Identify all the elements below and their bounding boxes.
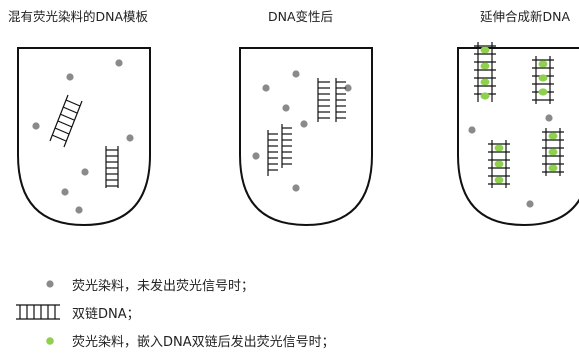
- gray-dye-dot: [282, 104, 290, 112]
- double-strand-dna: [105, 146, 119, 188]
- gray-dye-dot: [126, 134, 134, 142]
- green-dye-dot: [494, 144, 504, 152]
- gray-dye-dot: [526, 200, 534, 208]
- gray-dye-dot: [32, 122, 40, 130]
- green-dye-dot: [548, 132, 558, 140]
- tube-2-title: DNA变性后: [268, 9, 334, 24]
- double-strand-dna-with-green-dye: [488, 140, 510, 188]
- tube-3-title: 延伸合成新DNA: [480, 9, 571, 24]
- green-dye-dot: [538, 88, 548, 96]
- green-dye-dot: [480, 46, 490, 54]
- tube-1: [17, 47, 151, 227]
- green-dye-dot: [548, 164, 558, 172]
- gray-dye-dot: [300, 120, 308, 128]
- legend-green-dye-label: 荧光染料，嵌入DNA双链后发出荧光信号时；: [72, 335, 335, 350]
- double-strand-dna-with-green-dye: [474, 42, 496, 102]
- gray-dye-dot: [81, 168, 89, 176]
- double-strand-dna-with-green-dye: [542, 128, 564, 176]
- gray-dye-dot: [468, 126, 476, 134]
- legend-double-strand-label: 双链DNA；: [72, 307, 140, 322]
- single-strand-dna: [267, 124, 292, 176]
- gray-dye-dot: [262, 84, 270, 92]
- green-dot-icon: [46, 337, 54, 345]
- gray-dye-dot: [292, 70, 300, 78]
- green-dye-dot: [548, 148, 558, 156]
- gray-dye-dot: [292, 184, 300, 192]
- tube-2: [239, 47, 373, 227]
- green-dye-dot: [538, 60, 548, 68]
- single-strand-dna: [317, 78, 346, 122]
- double-strand-dna: [49, 94, 83, 148]
- gray-dye-dot: [61, 188, 69, 196]
- green-dye-dot: [480, 62, 490, 70]
- tube-2-outline: [239, 47, 373, 227]
- green-dye-dot: [538, 74, 548, 82]
- legend-gray-dye-label: 荧光染料，未发出荧光信号时；: [72, 279, 255, 294]
- gray-dye-dot: [66, 73, 74, 81]
- gray-dot-icon: [46, 280, 54, 288]
- tube-3-outline: [457, 47, 579, 227]
- green-dye-dot: [480, 92, 490, 100]
- gray-dye-dot: [252, 152, 260, 160]
- green-dye-dot: [494, 176, 504, 184]
- tube-3: [457, 42, 579, 227]
- green-dye-dot: [494, 160, 504, 168]
- green-dye-dot: [480, 78, 490, 86]
- gray-dye-dot: [545, 114, 553, 122]
- gray-dye-dot: [75, 206, 83, 214]
- tube-1-outline: [17, 47, 151, 227]
- double-strand-dna-with-green-dye: [532, 56, 554, 104]
- gray-dye-dot: [115, 59, 123, 67]
- gray-dye-dot: [344, 84, 352, 92]
- tube-1-title: 混有荧光染料的DNA模板: [8, 9, 149, 24]
- ladder-icon: [16, 304, 60, 320]
